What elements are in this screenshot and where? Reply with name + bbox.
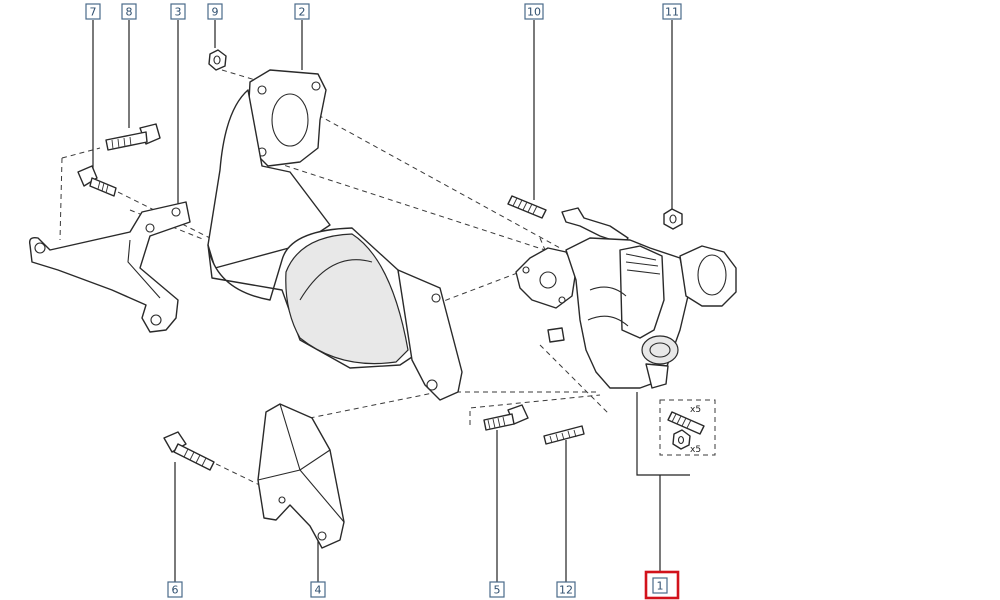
callout-1-selected[interactable]: 1 bbox=[644, 570, 680, 600]
bolt-part-8 bbox=[105, 123, 161, 151]
bolt-part-6 bbox=[163, 431, 215, 471]
bolt-part-5 bbox=[483, 404, 529, 431]
kit-stud bbox=[667, 411, 705, 435]
callout-12[interactable]: 12 bbox=[556, 581, 576, 598]
catalytic-converter-part-2 bbox=[207, 69, 463, 401]
callout-10[interactable]: 10 bbox=[524, 3, 544, 20]
kit-nut bbox=[672, 429, 691, 450]
nut-quantity: x5 bbox=[690, 445, 701, 455]
nut-part-9 bbox=[208, 49, 227, 71]
svg-text:9: 9 bbox=[212, 6, 219, 19]
kit-inset: x5 x5 bbox=[667, 405, 705, 455]
callout-7[interactable]: 7 bbox=[85, 3, 101, 20]
bolt-part-7 bbox=[77, 165, 117, 197]
stud-part-12 bbox=[543, 425, 585, 445]
callout-2[interactable]: 2 bbox=[294, 3, 310, 20]
svg-text:8: 8 bbox=[126, 6, 133, 19]
stud-part-10 bbox=[507, 195, 547, 219]
callout-8[interactable]: 8 bbox=[121, 3, 137, 20]
svg-text:10: 10 bbox=[527, 6, 541, 19]
svg-text:1: 1 bbox=[657, 580, 664, 593]
svg-text:3: 3 bbox=[175, 6, 182, 19]
stud-quantity: x5 bbox=[690, 405, 701, 415]
turbocharger-part-1 bbox=[515, 207, 737, 389]
callout-11[interactable]: 11 bbox=[662, 3, 682, 20]
support-bracket-part-3 bbox=[28, 201, 191, 333]
assembly-dashed-lines bbox=[59, 69, 716, 491]
svg-text:7: 7 bbox=[90, 6, 97, 19]
svg-text:5: 5 bbox=[494, 584, 501, 597]
svg-text:2: 2 bbox=[299, 6, 306, 19]
callout-3[interactable]: 3 bbox=[170, 3, 186, 20]
svg-text:4: 4 bbox=[315, 584, 322, 597]
svg-text:12: 12 bbox=[559, 584, 573, 597]
nut-part-11 bbox=[663, 208, 683, 230]
callout-leader-lines bbox=[92, 20, 690, 582]
heat-shield-part-4 bbox=[257, 403, 345, 549]
callout-5[interactable]: 5 bbox=[489, 581, 505, 598]
callout-6[interactable]: 6 bbox=[167, 581, 183, 598]
callout-4[interactable]: 4 bbox=[310, 581, 326, 598]
svg-text:6: 6 bbox=[172, 584, 179, 597]
svg-text:11: 11 bbox=[665, 6, 679, 19]
callout-9[interactable]: 9 bbox=[207, 3, 223, 20]
